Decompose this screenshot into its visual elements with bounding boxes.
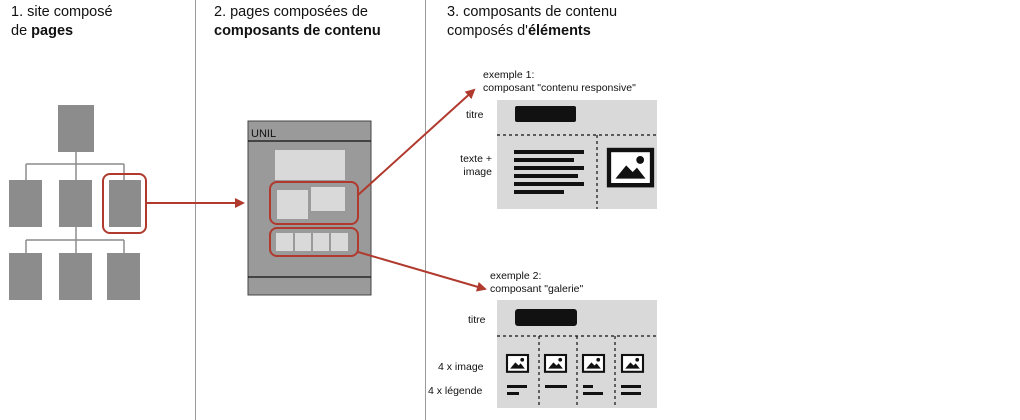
column-title-2-line1: 2. pages composées de	[214, 4, 368, 20]
sitemap-tree	[9, 105, 147, 300]
column-title-1-bold: pages	[31, 23, 74, 39]
tree-node-root	[58, 105, 94, 152]
text-line-3	[514, 166, 584, 170]
gallery-image-icon-3	[581, 353, 606, 373]
page-gallery-3	[313, 233, 329, 251]
column-title-2-bold: composants de contenu	[214, 23, 381, 39]
example-1-image-icon	[609, 150, 652, 185]
column-title-3: 3. composants de contenu composés d'élém…	[447, 3, 617, 41]
page-frame	[247, 120, 372, 296]
text-line-4	[514, 174, 578, 178]
example-2-heading-line1: exemple 2:	[490, 270, 542, 282]
column-divider-1	[195, 0, 196, 420]
highlight-component-1	[269, 181, 359, 225]
highlight-component-2	[269, 227, 359, 257]
example-2-panel	[497, 300, 657, 408]
caption-1-line-1	[507, 385, 527, 388]
column-title-1: 1. site composé de pages	[11, 3, 113, 41]
column-title-3-bold: éléments	[527, 23, 591, 39]
example-1-title-bar	[515, 106, 576, 122]
text-line-1	[514, 150, 584, 154]
tree-node-l1-b	[59, 180, 92, 227]
tree-node-l2-c	[107, 253, 140, 300]
page-block-b	[311, 187, 345, 211]
column-title-3-line1: 3. composants de contenu	[447, 4, 618, 20]
page-mock: UNIL	[247, 120, 372, 296]
example-2-label-images: 4 x image	[438, 361, 484, 373]
caption-3-line-2	[583, 392, 603, 395]
page-hero-block	[275, 150, 345, 180]
tree-node-l2-b	[59, 253, 92, 300]
page-gallery-1	[276, 233, 293, 251]
page-brand: UNIL	[251, 128, 276, 140]
example-1-heading-line1: exemple 1:	[483, 69, 535, 81]
caption-3-line-1	[583, 385, 593, 388]
text-line-5	[514, 182, 584, 186]
tree-connectors	[25, 152, 125, 253]
page-gallery-2	[295, 233, 311, 251]
caption-2-line-1	[545, 385, 567, 388]
example-1-label-text-line1: texte +	[460, 153, 492, 165]
column-divider-2	[425, 0, 426, 420]
example-2-title-bar	[515, 309, 577, 326]
arrow-to-example-2	[357, 251, 487, 292]
caption-4-line-2	[621, 392, 641, 395]
caption-1-line-2	[507, 392, 519, 395]
caption-4-line-1	[621, 385, 641, 388]
example-1-panel	[497, 100, 657, 209]
tree-node-l1-a	[9, 180, 42, 227]
column-title-1-line1: 1. site composé	[11, 4, 113, 20]
text-line-2	[514, 158, 574, 162]
example-2-heading: exemple 2: composant "galerie"	[490, 270, 583, 296]
example-1-heading: exemple 1: composant "contenu responsive…	[483, 69, 636, 95]
example-1-label-title: titre	[466, 109, 484, 121]
arrow-to-example-1	[357, 88, 476, 196]
gallery-image-icon-1	[505, 353, 530, 373]
column-title-3-prefix: composés d'	[447, 23, 528, 39]
example-2-label-captions: 4 x légende	[428, 385, 483, 397]
page-block-a	[277, 190, 308, 219]
example-1-label-text-line2: image	[463, 166, 492, 178]
page-gallery-4	[331, 233, 348, 251]
column-title-1-prefix: de	[11, 23, 32, 39]
tree-node-l2-a	[9, 253, 42, 300]
gallery-image-icon-4	[620, 353, 645, 373]
column-title-2: 2. pages composées de composants de cont…	[214, 3, 381, 41]
text-line-6	[514, 190, 564, 194]
example-2-label-title: titre	[468, 314, 486, 326]
example-2-heading-line2: composant "galerie"	[490, 283, 584, 295]
tree-node-l1-c	[109, 180, 141, 227]
gallery-image-icon-2	[543, 353, 568, 373]
example-1-label-text: texte + image	[440, 153, 492, 179]
example-1-heading-line2: composant "contenu responsive"	[483, 82, 636, 94]
